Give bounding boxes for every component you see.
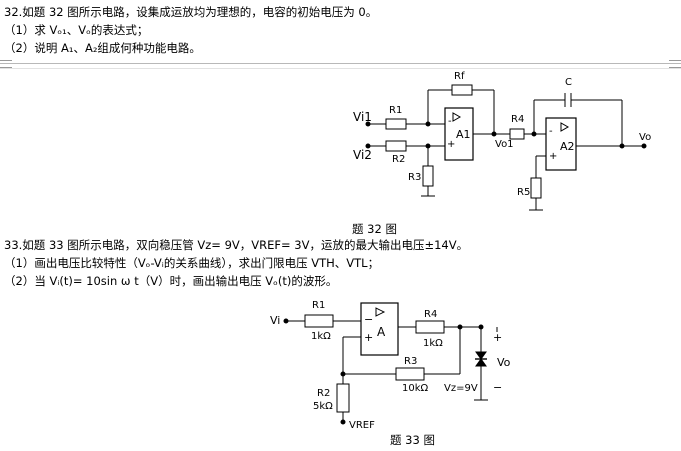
q33-part1: （1）画出电压比较特性（Vₒ-Vᵢ的关系曲线），求出门限电压 VTH、VTL； bbox=[4, 256, 380, 270]
label-rf: Rf bbox=[454, 71, 465, 82]
label-r4: R4 bbox=[424, 309, 438, 320]
label-a2-minus: - bbox=[549, 126, 553, 137]
label-vo1: Vo1 bbox=[495, 139, 514, 150]
q33-title: 33.如题 33 图所示电路，双向稳压管 Vz= 9V，VREF= 3V，运放的… bbox=[4, 238, 469, 252]
label-a: A bbox=[377, 325, 386, 339]
label-output-plus: + bbox=[493, 331, 503, 344]
label-a1-minus: - bbox=[448, 116, 452, 127]
label-r2: R2 bbox=[317, 388, 331, 399]
label-vi: Vi bbox=[270, 314, 281, 327]
label-a2: A2 bbox=[560, 140, 575, 153]
q32-title: 32.如题 32 图所示电路，设集成运放均为理想的，电容的初始电压为 0。 bbox=[4, 5, 378, 19]
label-r3-value: 10kΩ bbox=[402, 383, 429, 394]
page-break-handle-left[interactable] bbox=[0, 60, 12, 68]
q33-figure-caption: 题 33 图 bbox=[390, 433, 435, 447]
page-break-line-lower bbox=[0, 68, 681, 69]
page-break-handle-right[interactable] bbox=[669, 60, 681, 68]
page-break-line bbox=[0, 63, 681, 64]
label-r3: R3 bbox=[408, 172, 422, 183]
q32-part1: （1）求 Vₒ₁、Vₒ的表达式； bbox=[4, 23, 149, 37]
q33-part2: （2）当 Vᵢ(t)= 10sin ω t（V）时，画出输出电压 Vₒ(t)的波… bbox=[4, 274, 338, 288]
label-r3: R3 bbox=[404, 356, 418, 367]
label-vz: Vz=9V bbox=[444, 383, 478, 394]
label-a1-plus: + bbox=[447, 139, 456, 150]
label-vref: VREF bbox=[349, 420, 375, 431]
label-vi2: Vi2 bbox=[353, 148, 372, 162]
label-a-minus: − bbox=[364, 313, 374, 326]
label-r1-value: 1kΩ bbox=[311, 331, 331, 342]
q32-figure-caption: 题 32 图 bbox=[352, 222, 397, 236]
label-r4-value: 1kΩ bbox=[423, 338, 443, 349]
label-a1: A1 bbox=[456, 128, 471, 141]
label-vo: Vo bbox=[639, 132, 652, 143]
label-r1: R1 bbox=[389, 105, 403, 116]
label-vo: Vo bbox=[497, 356, 511, 369]
label-r2-value: 5kΩ bbox=[313, 401, 333, 412]
label-vi1: Vi1 bbox=[353, 110, 372, 124]
q32-part2: （2）说明 A₁、A₂组成何种功能电路。 bbox=[4, 41, 201, 55]
label-a-plus: + bbox=[364, 331, 374, 344]
label-a2-plus: + bbox=[549, 151, 558, 162]
label-r2: R2 bbox=[392, 154, 406, 165]
label-r1: R1 bbox=[312, 300, 326, 311]
label-c: C bbox=[565, 77, 572, 88]
label-output-minus: − bbox=[493, 381, 503, 394]
label-r5: R5 bbox=[517, 187, 531, 198]
label-r4: R4 bbox=[511, 114, 525, 125]
